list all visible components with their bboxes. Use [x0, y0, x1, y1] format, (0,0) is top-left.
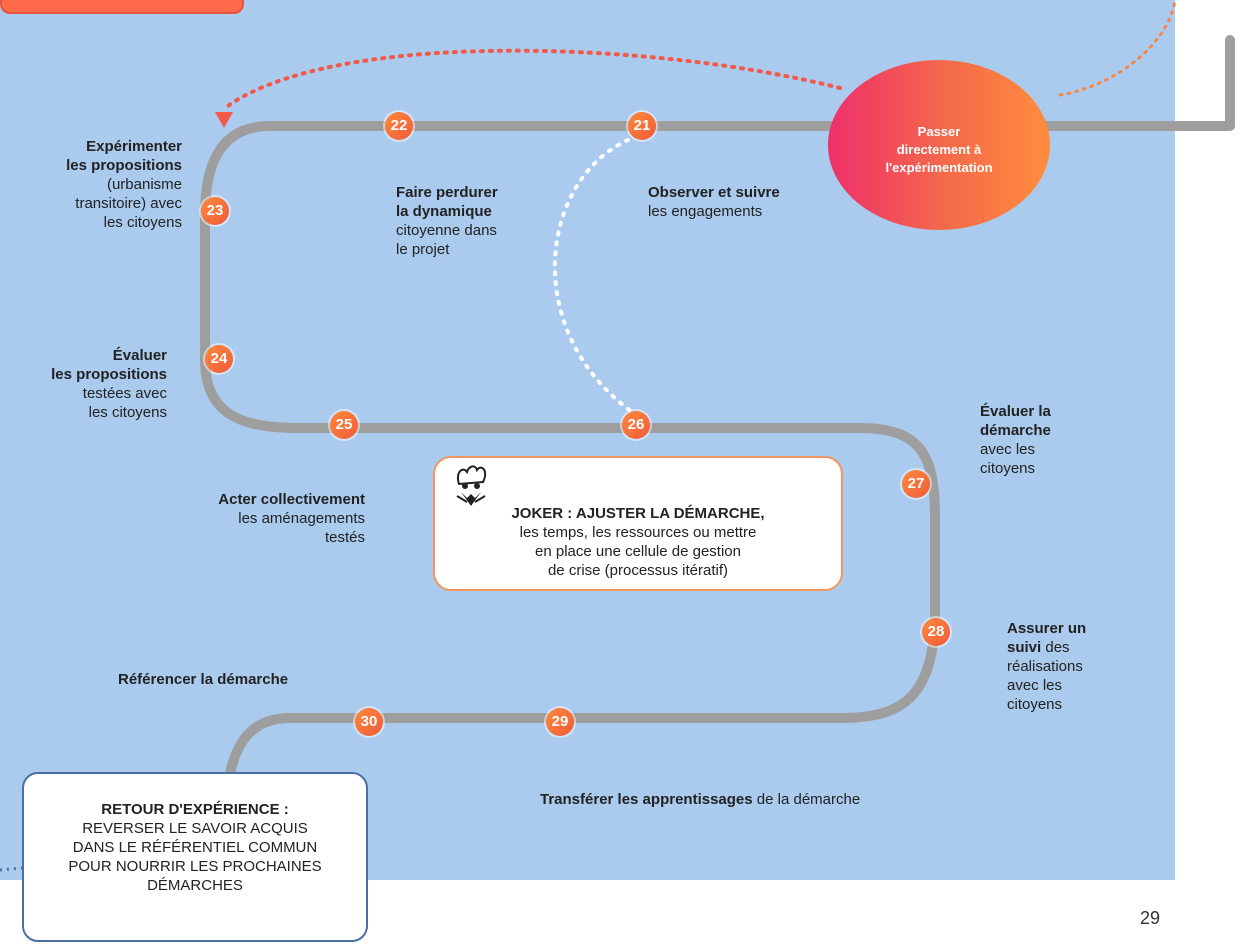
step-28-label: Assurer un suivi des réalisations avec l…: [1007, 619, 1127, 714]
step-badge-24: 24: [205, 345, 233, 373]
feedback-title: RETOUR D'EXPÉRIENCE :: [101, 801, 289, 818]
joker-line-2: en place une cellule de gestion: [535, 543, 741, 560]
step-28-text-1: réalisations: [1007, 658, 1083, 675]
step-badge-22: 22: [385, 112, 413, 140]
step-23-bold-2: les propositions: [66, 157, 182, 174]
step-25-text-2: testés: [324, 529, 365, 546]
arrow-head-icon: [215, 112, 233, 128]
step-28-text-3: citoyens: [1007, 696, 1063, 713]
joker-line-3: de crise (processus itératif): [547, 562, 729, 579]
joker-box: JOKER : AJUSTER LA DÉMARCHE, les temps, …: [433, 456, 843, 591]
winding-track: [200, 35, 1235, 835]
step-25-text-1: les aménagements: [238, 510, 365, 527]
step-28-text-0: des: [1041, 639, 1070, 656]
joker-line-1: les temps, les ressources ou mettre: [519, 524, 757, 541]
step-27-text-2: citoyens: [980, 460, 1036, 477]
step-25-label: Acter collectivement les aménagements te…: [150, 490, 365, 547]
feedback-line-1: REVERSER LE SAVOIR ACQUIS: [82, 820, 308, 837]
step-24-bold-2: les propositions: [51, 366, 167, 383]
step-28-bold-2: suivi: [1007, 639, 1042, 656]
step-21-text-1: les engagements: [648, 203, 763, 220]
step-28-text-2: avec les: [1007, 677, 1063, 694]
step-27-label: Évaluer la démarche avec les citoyens: [980, 402, 1100, 478]
step-23-text-2: transitoire) avec: [75, 195, 182, 212]
step-badge-23: 23: [201, 197, 229, 225]
step-badge-21: 21: [628, 112, 656, 140]
step-badge-30: 30: [355, 708, 383, 736]
orange-dotted-arrow: [223, 48, 842, 110]
step-27-bold-2: démarche: [980, 422, 1051, 439]
white-dotted-loop: [553, 138, 634, 414]
step-27-text-1: avec les: [980, 441, 1036, 458]
step-28-bold-1: Assurer un: [1007, 620, 1087, 637]
step-23-text-3: les citoyens: [103, 214, 182, 231]
step-21-label: Observer et suivre les engagements: [648, 183, 848, 221]
step-badge-27: 27: [902, 470, 930, 498]
step-badge-26: 26: [622, 411, 650, 439]
feedback-box: RETOUR D'EXPÉRIENCE : REVERSER LE SAVOIR…: [22, 772, 368, 942]
bubble-line-3: l'expérimentation: [885, 160, 993, 175]
feedback-line-4: DÉMARCHES: [147, 877, 243, 894]
step-badge-25: 25: [330, 411, 358, 439]
step-21-bold-1: Observer et suivre: [648, 184, 780, 201]
step-29-text-1: de la démarche: [752, 791, 861, 808]
feedback-line-3: POUR NOURRIR LES PROCHAINES: [68, 858, 322, 875]
feedback-line-2: DANS LE RÉFÉRENTIEL COMMUN: [72, 839, 318, 856]
top-orange-tab: [0, 0, 244, 14]
step-27-bold-1: Évaluer la: [980, 403, 1051, 420]
joker-title: JOKER : AJUSTER LA DÉMARCHE,: [511, 505, 765, 522]
step-24-bold-1: Évaluer: [112, 347, 167, 364]
step-22-text-2: le projet: [396, 241, 450, 258]
step-24-text-2: les citoyens: [88, 404, 167, 421]
step-badge-28: 28: [922, 618, 950, 646]
step-30-bold-1: Référencer la démarche: [118, 671, 289, 688]
step-22-bold-1: Faire perdurer: [396, 184, 498, 201]
step-29-bold-1: Transférer les apprentissages: [540, 791, 753, 808]
skip-to-experimentation-bubble: Passer directement à l'expérimentation: [828, 60, 1050, 230]
step-badge-29: 29: [546, 708, 574, 736]
step-22-bold-2: la dynamique: [396, 203, 492, 220]
blue-dotted-left: [0, 866, 23, 872]
orange-dotted-top-right: [1058, 0, 1177, 97]
step-23-bold-1: Expérimenter: [86, 138, 182, 155]
step-25-bold-1: Acter collectivement: [218, 491, 365, 508]
step-23-text-1: (urbanisme: [106, 176, 182, 193]
step-23-label: Expérimenter les propositions (urbanisme…: [0, 137, 182, 232]
step-24-label: Évaluer les propositions testées avec le…: [0, 346, 167, 422]
bubble-line-1: Passer: [917, 124, 961, 139]
page-number: 29: [1140, 908, 1161, 928]
step-22-text-1: citoyenne dans: [396, 222, 497, 239]
jester-icon: [456, 465, 487, 506]
step-24-text-1: testées avec: [82, 385, 167, 402]
step-22-label: Faire perdurer la dynamique citoyenne da…: [396, 183, 566, 259]
bubble-line-2: directement à: [896, 142, 982, 157]
step-29-label: Transférer les apprentissages de la déma…: [540, 790, 940, 809]
step-30-label: Référencer la démarche: [118, 670, 358, 689]
